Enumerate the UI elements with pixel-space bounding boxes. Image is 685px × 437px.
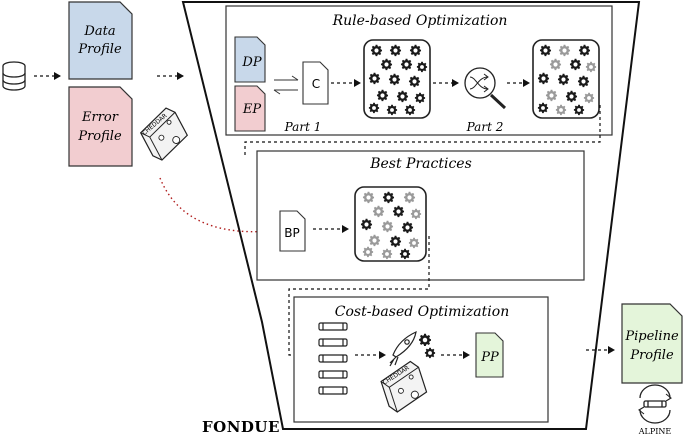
cost-based-optimization-panel: Cost-based Optimization CHEDDAR (293, 296, 549, 423)
data-profile-label-2: Profile (77, 42, 122, 57)
part2-label: Part 2 (466, 120, 504, 134)
bidirectional-arrows-icon (273, 75, 299, 95)
database-icon (2, 61, 26, 91)
pipeline-stack-icon (318, 322, 348, 395)
rule-based-optimization-panel: Rule-based Optimization DP EP C (225, 5, 613, 136)
best-practices-panel: Best Practices BP (256, 150, 585, 281)
ep-document (234, 85, 266, 132)
cheddar-cheese-icon-cost: CHEDDAR (380, 360, 428, 413)
rule-based-title: Rule-based Optimization (332, 13, 508, 29)
code-document (302, 61, 329, 105)
code-label: C (312, 77, 320, 91)
connector-rule-to-best (244, 105, 601, 155)
rocket-gears-icon (389, 330, 436, 367)
error-profile-label-2: Profile (77, 129, 122, 144)
alpine-icon (638, 384, 672, 424)
bp-label: BP (284, 226, 299, 240)
pp-document (475, 332, 504, 378)
dp-label: DP (241, 55, 261, 70)
magnifier-shuffle-icon (464, 67, 507, 110)
error-profile-label-1: Error (81, 110, 119, 125)
fondue-brand: FONDUE (202, 418, 280, 436)
pipeline-profile-label-1: Pipeline (624, 329, 679, 344)
ep-label: EP (242, 102, 261, 117)
best-practices-title: Best Practices (369, 156, 472, 172)
alpine-label: ALPINE (638, 427, 672, 436)
cheddar-cheese-icon: CHEDDAR (139, 107, 189, 161)
data-profile-document: Data Profile (68, 1, 133, 80)
pipeline-profile-label-2: Profile (629, 348, 674, 363)
error-profile-dotted-arrow (159, 177, 273, 236)
fondue-funnel-outline (181, 1, 641, 430)
dp-document (234, 36, 266, 83)
pp-label: PP (480, 350, 499, 365)
bp-document (279, 210, 306, 252)
pipeline-profile-document: Pipeline Profile (621, 303, 683, 384)
cost-based-title: Cost-based Optimization (335, 304, 509, 320)
data-profile-label-1: Data (83, 24, 115, 39)
part1-label: Part 1 (284, 120, 322, 134)
error-profile-document: Error Profile (68, 86, 133, 167)
